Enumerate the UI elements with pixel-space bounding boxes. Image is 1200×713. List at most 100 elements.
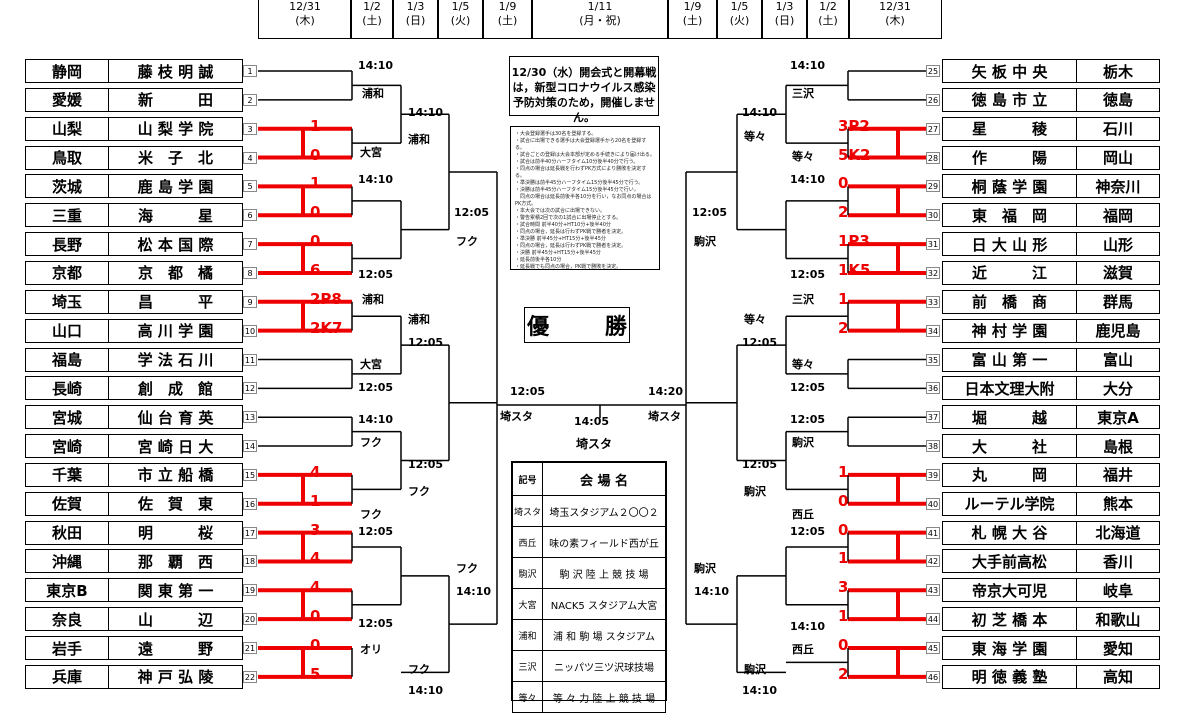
team-prefecture: 奈良: [26, 608, 109, 631]
match-info-label: 12:05: [790, 525, 826, 538]
header-day: (日): [405, 14, 426, 27]
header-date: 1/2: [819, 0, 837, 13]
match-score: 0: [310, 636, 321, 654]
team-prefecture: 沖縄: [26, 550, 109, 573]
team-row: 東 海 学 園愛知: [942, 636, 1160, 660]
match-info-label: 西丘: [792, 508, 814, 521]
header-date: 12/31: [879, 0, 911, 13]
rules-note-line: ・決勝は前半45分ハーフタイム15分後半45分で行い，: [515, 187, 639, 193]
team-prefecture: 北海道: [1076, 521, 1159, 544]
venue-key: 等々: [512, 681, 543, 713]
match-info-label: 12:05: [358, 617, 394, 630]
team-school: ルーテル学院: [964, 495, 1055, 514]
team-school: 東 海 学 園: [971, 639, 1048, 658]
header-day: (火): [729, 14, 750, 27]
team-number: 31: [926, 238, 940, 251]
rules-note-line: ・延長前後半各10分: [515, 257, 562, 263]
rules-note-line: ・同点の場合，延長は行わずPK戦で勝者を決定。: [515, 243, 627, 249]
match-score: 3P2: [838, 116, 870, 135]
match-info-label: 駒沢: [694, 562, 716, 575]
team-prefecture: 静岡: [26, 60, 109, 82]
match-score: 1: [310, 491, 321, 510]
header-date-column: 1/2(土): [806, 0, 850, 39]
team-school: 高 川 学 園: [137, 322, 214, 341]
team-number: 46: [926, 670, 940, 683]
team-row: 沖縄那 覇 西: [25, 549, 243, 574]
team-prefecture: 三重: [26, 204, 109, 227]
team-prefecture: 埼玉: [26, 290, 109, 313]
venue-name: 浦 和 駒 場 スタジアム: [542, 619, 666, 651]
team-row: 明 徳 義 塾高知: [942, 664, 1160, 689]
header-day: (木): [885, 14, 905, 27]
team-school: 学 法 石 川: [137, 351, 214, 369]
match-score: 6: [310, 260, 321, 279]
match-info-label: 西丘: [792, 643, 814, 656]
match-score: 3: [310, 520, 321, 539]
team-school: 関 東 第 一: [137, 581, 214, 600]
rules-note-line: ・同点の場合，延長は行わずPK戦で勝者を決定。: [515, 229, 627, 235]
match-info-label: 浦和: [408, 313, 430, 326]
team-prefecture: 東京A: [1076, 406, 1159, 429]
team-school: 昌 平: [137, 293, 213, 312]
team-row: 長野松 本 国 際: [25, 232, 243, 257]
venue-key: 浦和: [512, 619, 543, 651]
team-row: 千葉市 立 船 橋: [25, 462, 243, 487]
team-row: 鳥取米 子 北: [25, 145, 243, 170]
team-prefecture: 山梨: [26, 117, 109, 140]
venue-key: 大宮: [512, 588, 543, 620]
header-date-column: 1/9(土): [667, 0, 718, 39]
match-score: 2: [838, 318, 849, 337]
notice-box: 12/30（水）開会式と開幕戦は，新型コロナウイルス感染予防対策のため，開催しま…: [509, 56, 659, 124]
match-info-label: 14:10: [742, 684, 778, 697]
header-date: 1/2: [363, 0, 381, 13]
team-school: 鹿 島 学 園: [137, 177, 214, 196]
header-date-column: 1/9(土): [482, 0, 533, 39]
match-info-label: 駒沢: [744, 663, 766, 676]
match-info-label: 12:05: [692, 206, 728, 219]
team-row: 長崎創 成 館: [25, 376, 243, 401]
match-info-label: 12:05: [790, 413, 826, 426]
team-row: 愛媛新 田: [25, 87, 243, 112]
team-row: 作 陽岡山: [942, 145, 1160, 170]
rules-note-line: ・延長戦でも同点の場合，PK戦で勝敗を決定。: [515, 264, 622, 270]
match-info-label: フク: [456, 235, 478, 248]
venue-name-header: 会 場 名: [542, 462, 666, 496]
match-info-label: 14:10: [408, 684, 444, 697]
match-score: 5K2: [838, 145, 871, 164]
team-row: 佐賀佐 賀 東: [25, 491, 243, 516]
match-score: 0: [838, 491, 849, 510]
team-number: 12: [243, 382, 257, 395]
match-info-label: 12:05: [790, 381, 826, 394]
team-number: 8: [243, 266, 257, 279]
team-number: 40: [926, 497, 940, 510]
team-school: 神 村 学 園: [971, 322, 1048, 341]
match-score: 5: [310, 664, 321, 683]
team-school: 東 福 岡: [971, 206, 1047, 225]
match-score: 1: [838, 549, 849, 568]
final-time: 14:05: [574, 415, 610, 428]
header-date: 1/9: [498, 0, 517, 13]
team-row: 京都京 都 橘: [25, 260, 243, 285]
team-school: 創 成 館: [137, 379, 213, 398]
match-info-label: 12:05: [742, 336, 778, 349]
match-info-label: フク: [408, 663, 430, 676]
match-info-label: 浦和: [408, 133, 430, 146]
team-school: 徳 島 市 立: [971, 91, 1048, 110]
match-score: 0: [838, 636, 849, 654]
team-number: 22: [243, 670, 257, 683]
venue-row: 西丘味の素フィールド西が丘: [512, 526, 666, 558]
match-info-label: 12:05: [454, 206, 490, 219]
team-school: 明 桜: [137, 524, 213, 543]
venue-name: 駒 沢 陸 上 競 技 場: [542, 557, 666, 589]
header-day: (火): [450, 14, 471, 27]
match-info-label: 12:05: [742, 458, 778, 471]
team-school: 松 本 国 際: [137, 235, 214, 254]
team-row: 徳 島 市 立徳島: [942, 87, 1160, 112]
rules-note-line: ・同点の場合は延長戦を行わずPK方式により勝敗を決定する。: [515, 166, 647, 179]
header-date-column: 1/5(火): [437, 0, 484, 39]
team-prefecture: 茨城: [26, 175, 109, 198]
rules-note-line: ・警告累積2回で次の1試合に出場停止とする。: [515, 215, 622, 221]
team-row: 富 山 第 一富山: [942, 347, 1160, 372]
header-day: (木): [295, 14, 315, 27]
